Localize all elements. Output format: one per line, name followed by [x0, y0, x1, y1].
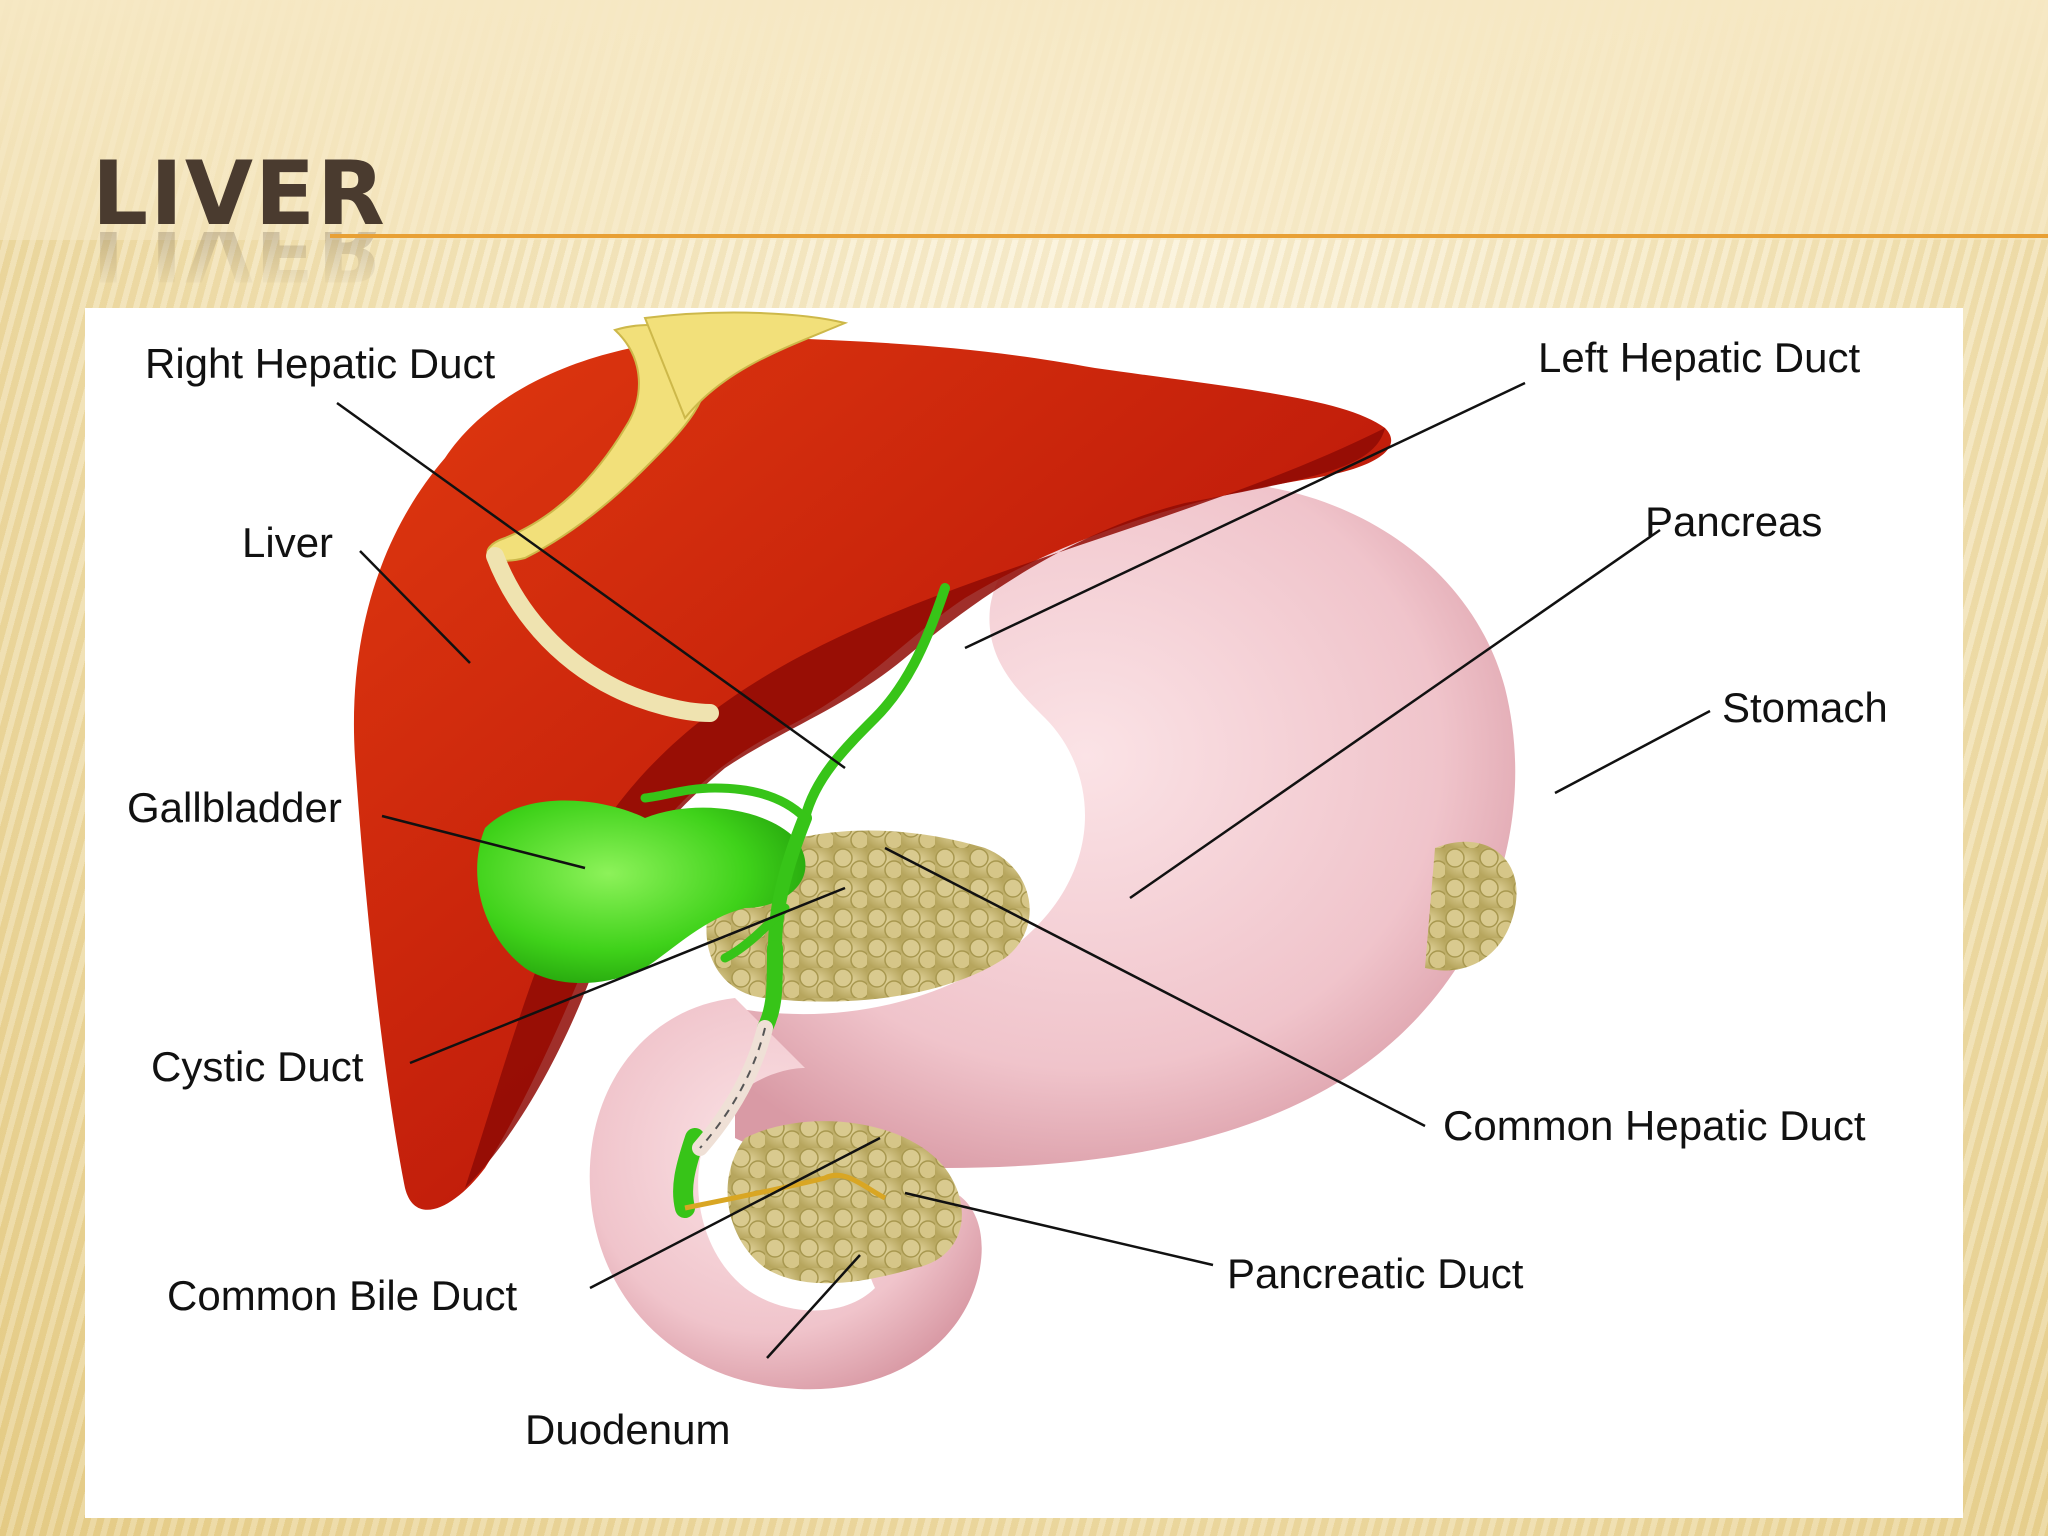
- gallbladder-shape: [477, 800, 806, 983]
- title-band: [0, 0, 2048, 240]
- leader-lines: [336, 381, 1711, 1359]
- title-block: LIVER LIVER: [92, 142, 387, 293]
- pancreatic-duct-shape: [684, 1172, 887, 1211]
- label-liver: Liver: [242, 519, 333, 566]
- label-common-hepatic-duct: Common Hepatic Duct: [1443, 1102, 1866, 1149]
- label-right-hepatic-duct: Right Hepatic Duct: [145, 340, 495, 387]
- label-gallbladder: Gallbladder: [127, 784, 342, 831]
- label-cystic-duct: Cystic Duct: [151, 1043, 364, 1090]
- anatomy-figure: Right Hepatic Duct Left Hepatic Duct Liv…: [85, 308, 1963, 1518]
- liver-underside-shape: [465, 428, 1385, 1188]
- label-duodenum: Duodenum: [525, 1406, 730, 1453]
- pancreas-head-shape: [727, 1121, 962, 1284]
- label-common-bile-duct: Common Bile Duct: [167, 1272, 517, 1319]
- round-ligament-shape: [643, 311, 849, 420]
- common-bile-duct-hidden-dash: [699, 1027, 766, 1149]
- slide-title: LIVER: [92, 142, 387, 245]
- slide-title-reflection: LIVER: [92, 232, 387, 292]
- label-pancreas: Pancreas: [1645, 498, 1822, 545]
- label-stomach: Stomach: [1722, 684, 1888, 731]
- duodenum-shape: [589, 998, 982, 1390]
- label-pancreatic-duct: Pancreatic Duct: [1227, 1250, 1524, 1297]
- stomach-shape: [735, 481, 1516, 1168]
- liver-shape: [353, 336, 1392, 1210]
- label-left-hepatic-duct: Left Hepatic Duct: [1538, 334, 1860, 381]
- anatomy-diagram: Right Hepatic Duct Left Hepatic Duct Liv…: [127, 311, 1888, 1453]
- title-underline: [330, 234, 2048, 238]
- ligamentum-teres-shape: [486, 547, 719, 722]
- pancreas-tail-shape: [1425, 841, 1517, 971]
